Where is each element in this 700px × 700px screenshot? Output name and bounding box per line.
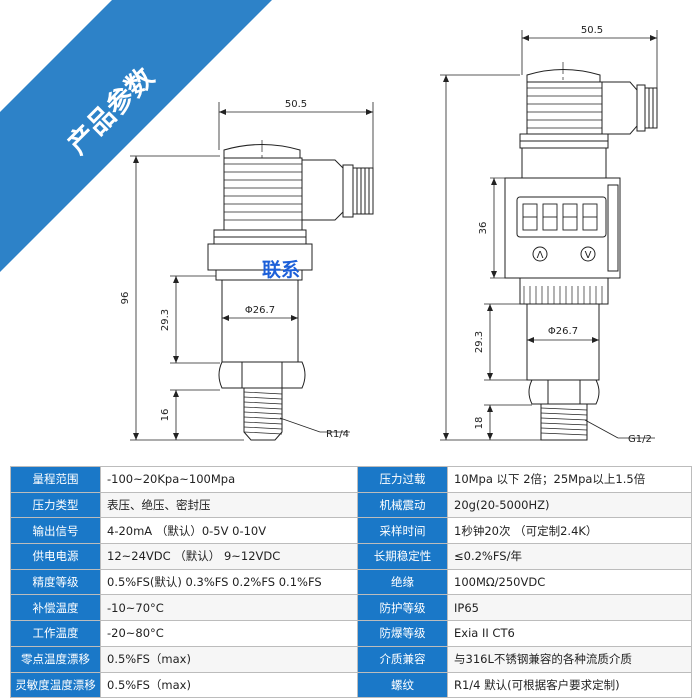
right-dim-diameter: Φ26.7: [548, 326, 578, 337]
banner-ribbon: [0, 0, 272, 272]
thread-line: [243, 406, 283, 410]
spec-value: 0.5%FS（max): [100, 645, 358, 673]
spec-label: 压力类型: [10, 491, 101, 519]
thread-line: [540, 422, 588, 426]
spec-label: 量程范围: [10, 466, 101, 493]
thread-line: [540, 407, 588, 411]
left-dim-height-total: 96: [120, 292, 131, 305]
spec-label: 工作温度: [10, 620, 101, 647]
thread-line: [540, 427, 588, 431]
thread-line: [243, 411, 283, 415]
right-dim-width: 50.5: [581, 25, 603, 36]
spec-value: 4-20mA （默认）0-5V 0-10V: [100, 517, 358, 545]
right-thread-label: G1/2: [628, 434, 652, 445]
spec-value: 12~24VDC （默认） 9~12VDC: [100, 543, 358, 570]
spec-label: 防护等级: [357, 594, 448, 622]
left-dim-diameter: Φ26.7: [245, 305, 275, 316]
spec-value: 10Mpa 以下 2倍；25Mpa以上1.5倍: [447, 466, 692, 493]
spec-value: ≤0.2%FS/年: [447, 543, 692, 570]
spec-label: 介质兼容: [357, 645, 448, 673]
thread-line: [243, 426, 283, 430]
thread-line: [243, 416, 283, 420]
spec-label: 供电电源: [10, 543, 101, 570]
right-sensor-drawing: [440, 30, 658, 441]
spec-value: -10~70°C: [100, 594, 358, 622]
right-dim-height-thread: 18: [474, 417, 485, 430]
thread-line: [243, 396, 283, 400]
spec-value: Exia II CT6: [447, 620, 692, 647]
spec-value: 20g(20-5000HZ): [447, 491, 692, 519]
right-dim-height-display: 36: [478, 222, 489, 235]
spec-label: 绝缘: [357, 568, 448, 596]
thread-line: [243, 421, 283, 425]
spec-label: 输出信号: [10, 517, 101, 545]
thread-line: [540, 417, 588, 421]
spec-label: 补偿温度: [10, 594, 101, 622]
thread-line: [540, 432, 588, 436]
spec-value: R1/4 默认(可根据客户要求定制): [447, 671, 692, 699]
watermark-text: 联系: [262, 259, 300, 281]
right-btn-v-label: V: [585, 250, 592, 261]
thread-line: [540, 412, 588, 416]
spec-label: 防爆等级: [357, 620, 448, 647]
spec-label: 精度等级: [10, 568, 101, 596]
right-btn-up-label: Λ: [537, 250, 544, 261]
left-sensor-drawing: [130, 102, 374, 441]
spec-label: 机械震动: [357, 491, 448, 519]
spec-label: 零点温度漂移: [10, 645, 101, 673]
left-thread-label: R1/4: [326, 429, 349, 440]
spec-label: 采样时间: [357, 517, 448, 545]
spec-value: 0.5%FS（max): [100, 671, 358, 699]
spec-value: 0.5%FS(默认) 0.3%FS 0.2%FS 0.1%FS: [100, 568, 358, 596]
spec-label: 灵敏度温度漂移: [10, 671, 101, 699]
product-drawing: 产品参数: [0, 0, 658, 445]
spec-label: 螺纹: [357, 671, 448, 699]
spec-label: 压力过载: [357, 466, 448, 493]
spec-value: IP65: [447, 594, 692, 622]
right-dim-height-mid: 29.3: [474, 331, 485, 353]
spec-value: 与316L不锈钢兼容的各种流质介质: [447, 645, 692, 673]
left-dim-height-thread: 16: [160, 409, 171, 422]
thread-line: [243, 431, 283, 435]
spec-value: 100MΩ/250VDC: [447, 568, 692, 596]
spec-value: -100~20Kpa~100Mpa: [100, 466, 358, 493]
thread-line: [243, 391, 283, 395]
thread-line: [243, 401, 283, 405]
spec-value: -20~80°C: [100, 620, 358, 647]
spec-label: 长期稳定性: [357, 543, 448, 570]
spec-value: 表压、绝压、密封压: [100, 491, 358, 519]
left-dim-height-mid: 29.3: [160, 309, 171, 331]
left-dim-width: 50.5: [285, 99, 307, 110]
spec-value: 1秒钟20次 （可定制2.4K）: [447, 517, 692, 545]
